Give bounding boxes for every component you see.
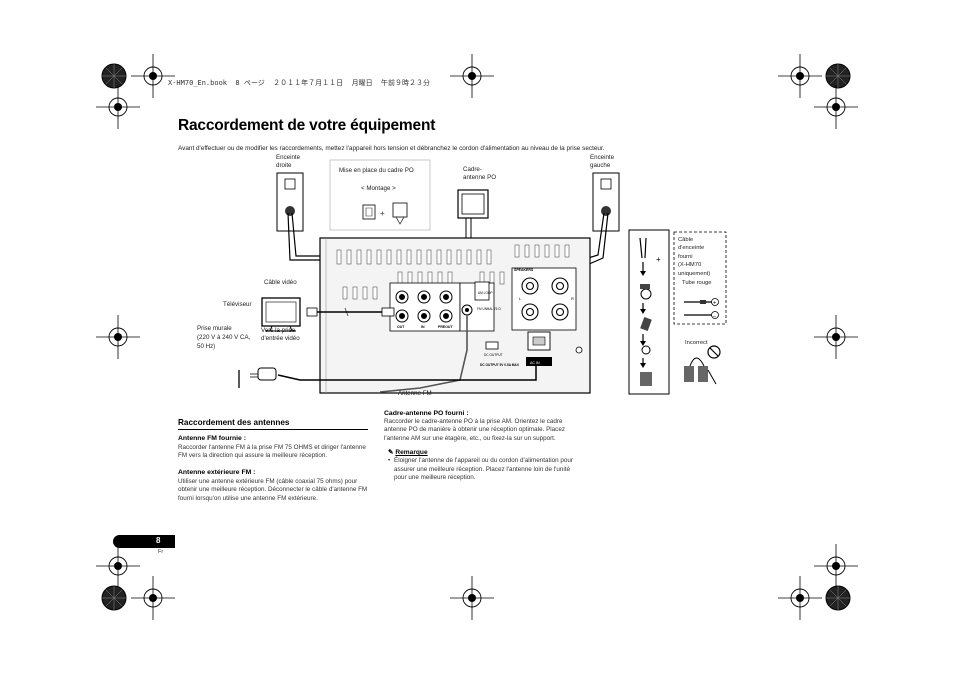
panel-l-label: L <box>519 296 522 301</box>
mount-title: Mise en place du cadre PO <box>339 167 414 174</box>
minus-mark: – <box>713 314 717 320</box>
fm-antenna-heading: Antenne FM fournie : <box>178 435 246 442</box>
bullet-icon: • <box>388 457 391 465</box>
page-number: 8 <box>156 536 161 545</box>
fm-antenna-label: Antenne FM <box>398 390 432 397</box>
speaker-right-icon <box>276 172 304 232</box>
video-cable <box>306 307 395 317</box>
am-antenna-heading: Cadre-antenne PO fourni : <box>384 410 469 417</box>
red-tube-label: Tube rouge <box>682 280 712 286</box>
plus-mark: + <box>713 301 716 307</box>
outlet-label: Prise murale(220 V à 240 V CA,50 Hz) <box>197 325 251 350</box>
mount-subtitle: < Montage > <box>361 185 396 192</box>
power-cord <box>238 366 537 388</box>
svg-text:+: + <box>380 209 385 218</box>
fm-antenna-text: Raccorder l'antenne FM à la prise FM 75 … <box>178 444 366 460</box>
panel-fm-label: FM UNBAL 75 Ω <box>477 307 501 311</box>
page-number-badge <box>113 535 175 548</box>
incorrect-label: Incorrect <box>685 340 708 346</box>
speaker-cable-steps: + <box>628 229 670 395</box>
ext-antenna-heading: Antenne extérieure FM : <box>178 468 256 476</box>
note-item: • Éloigner l'antenne de l'appareil ou du… <box>388 457 573 482</box>
am-loop-mount-box: + <box>329 159 431 231</box>
antennas-section-heading: Raccordement des antennes <box>178 418 368 430</box>
supplied-cable-box: + – <box>673 231 727 325</box>
panel-video-out-label: OUT <box>397 325 405 329</box>
plus-sign: + <box>656 255 661 264</box>
speaker-left-icon <box>592 172 620 232</box>
page-title: Raccordement de votre équipement <box>178 117 436 134</box>
tv-icon <box>261 297 301 332</box>
video-cable-label: Câble vidéo <box>264 279 297 286</box>
intro-text: Avant d'effectuer ou de modifier les rac… <box>178 145 605 152</box>
panel-preout-label: PREOUT <box>438 325 453 329</box>
ext-antenna-text: Utiliser une antenne extérieure FM (câbl… <box>178 477 368 502</box>
panel-am-loop-label: AM LOOP <box>478 291 493 295</box>
note-heading: ✎ Remarque <box>388 449 428 457</box>
page-language: Fr <box>158 549 164 555</box>
fm-antenna-section: Antenne FM fournie : Raccorder l'antenne… <box>178 435 368 503</box>
book-header-line: X-HM70_En.book 8 ページ ２０１１年７月１１日 月曜日 午前９時… <box>168 79 431 87</box>
main-unit-back-panel: OUT IN PREOUT AM LOOP FM UNBAL 75 Ω SPEA… <box>319 237 591 394</box>
note-icon: ✎ <box>388 449 394 457</box>
panel-ac-in-label: AC IN <box>530 361 540 365</box>
panel-speakers-label: SPEAKERS <box>514 268 534 272</box>
incorrect-example <box>684 345 721 385</box>
panel-warning-label: DC OUTPUT 5V 0.5A MAX <box>480 363 520 367</box>
panel-r-label: R <box>571 296 574 301</box>
tv-label: Téléviseur <box>223 301 252 308</box>
panel-dc-output-label: DC OUTPUT <box>484 353 503 357</box>
am-antenna-section: Cadre-antenne PO fourni : Raccorder le c… <box>384 410 580 482</box>
am-antenna-label: Cadre-antenne PO <box>463 166 497 181</box>
panel-in-label: IN <box>421 325 425 329</box>
am-antenna-text: Raccorder le cadre-antenne PO à la prise… <box>384 418 565 442</box>
